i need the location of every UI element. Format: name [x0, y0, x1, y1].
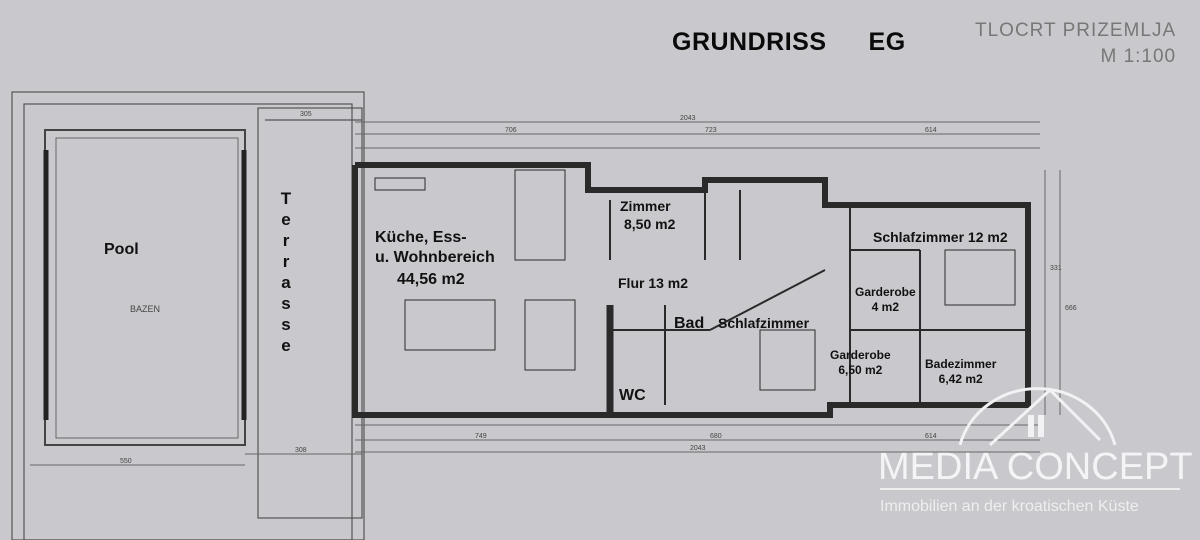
dim-bottom-680: 680	[710, 433, 722, 440]
pool: BAZEN	[43, 129, 247, 446]
room-schlafzimmer: Schlafzimmer	[718, 315, 810, 331]
site-outline	[11, 91, 365, 540]
brand-divider	[880, 488, 1180, 490]
room-bad: Bad	[674, 315, 705, 332]
room-zimmer: Zimmer 8,50 m2	[620, 197, 675, 233]
room-flur: Flur 13 m2	[618, 275, 689, 291]
bazen-label: BAZEN	[130, 304, 160, 314]
title-floor: EG	[868, 28, 906, 56]
room-badezimmer: Badezimmer 6,42 m2	[925, 357, 996, 387]
garderobe-1-area: 4 m2	[871, 300, 900, 314]
dim-top-706: 706	[505, 127, 517, 134]
croatian-title: TLOCRT PRIZEMLJA M 1:100	[975, 18, 1176, 70]
scale-text: M 1:100	[1100, 46, 1177, 67]
dim-550: 550	[120, 458, 132, 465]
garderobe-2-label: Garderobe	[830, 348, 891, 362]
dimension-lines	[30, 121, 1061, 466]
garderobe-1-label: Garderobe	[855, 285, 916, 299]
room-garderobe-2: Garderobe 6,50 m2	[830, 348, 891, 378]
kitchen-label-2: u. Wohnbereich	[375, 249, 495, 266]
dim-top-614: 614	[925, 127, 937, 134]
room-garderobe-1: Garderobe 4 m2	[855, 285, 916, 315]
dim-666: 666	[1065, 305, 1077, 312]
dim-bottom-749: 749	[475, 433, 487, 440]
badezimmer-area: 6,42 m2	[938, 372, 983, 386]
dim-top-305: 305	[300, 111, 312, 118]
brand-name: MEDIA CONCEPT	[878, 446, 1193, 488]
kitchen-area: 44,56 m2	[397, 271, 465, 288]
dim-top-723: 723	[705, 127, 717, 134]
dimension-labels: 2043 706 723 614 305 749 680 614 2043 30…	[120, 111, 1077, 465]
kitchen-label-1: Küche, Ess-	[375, 229, 467, 246]
room-kitchen: Küche, Ess- u. Wohnbereich 44,56 m2	[375, 228, 495, 290]
dim-bottom-total: 2043	[690, 445, 706, 452]
brand-tagline: Immobilien an der kroatischen Küste	[880, 498, 1139, 515]
walls	[352, 162, 1031, 418]
plan-title: GRUNDRISS EG	[672, 28, 948, 57]
croatian-title-text: TLOCRT PRIZEMLJA	[975, 20, 1177, 41]
zimmer-area: 8,50 m2	[624, 216, 676, 232]
room-schlafzimmer-12: Schlafzimmer 12 m2	[873, 229, 1008, 245]
dim-308: 308	[295, 447, 307, 454]
room-wc: WC	[619, 387, 646, 404]
dim-331: 331	[1050, 265, 1062, 272]
dim-bottom-614: 614	[925, 433, 937, 440]
badezimmer-label: Badezimmer	[925, 357, 997, 371]
garderobe-2-area: 6,50 m2	[838, 363, 883, 377]
title-main: GRUNDRISS	[672, 28, 827, 56]
house-logo-icon	[958, 387, 1117, 447]
room-pool: Pool	[104, 241, 139, 258]
zimmer-label: Zimmer	[620, 198, 671, 214]
dim-top-total: 2043	[680, 115, 696, 122]
